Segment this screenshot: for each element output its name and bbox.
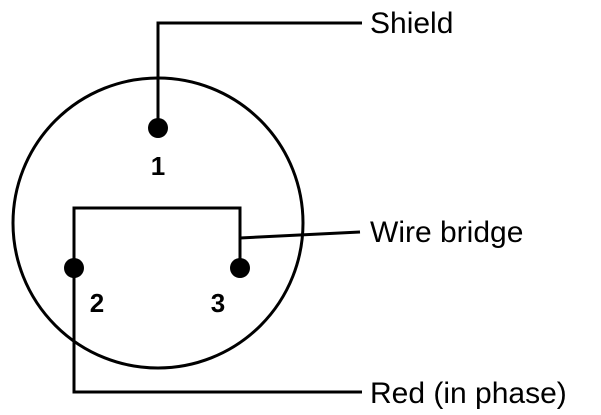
shield-label: Shield <box>370 7 453 40</box>
pin-1-contact <box>148 118 168 138</box>
pin-3-contact <box>230 258 250 278</box>
red-in-phase-label: Red (in phase) <box>370 377 567 410</box>
shield-wire <box>156 21 362 128</box>
bridge-callout-line <box>239 230 361 240</box>
pin-3-label: 3 <box>211 288 225 318</box>
pin-2-contact <box>64 258 84 278</box>
pin-1-label: 1 <box>151 151 165 181</box>
bridge-wire <box>72 206 242 268</box>
pin-2-label: 2 <box>90 288 104 318</box>
wire-bridge-label: Wire bridge <box>370 216 523 249</box>
red-wire <box>72 268 362 394</box>
